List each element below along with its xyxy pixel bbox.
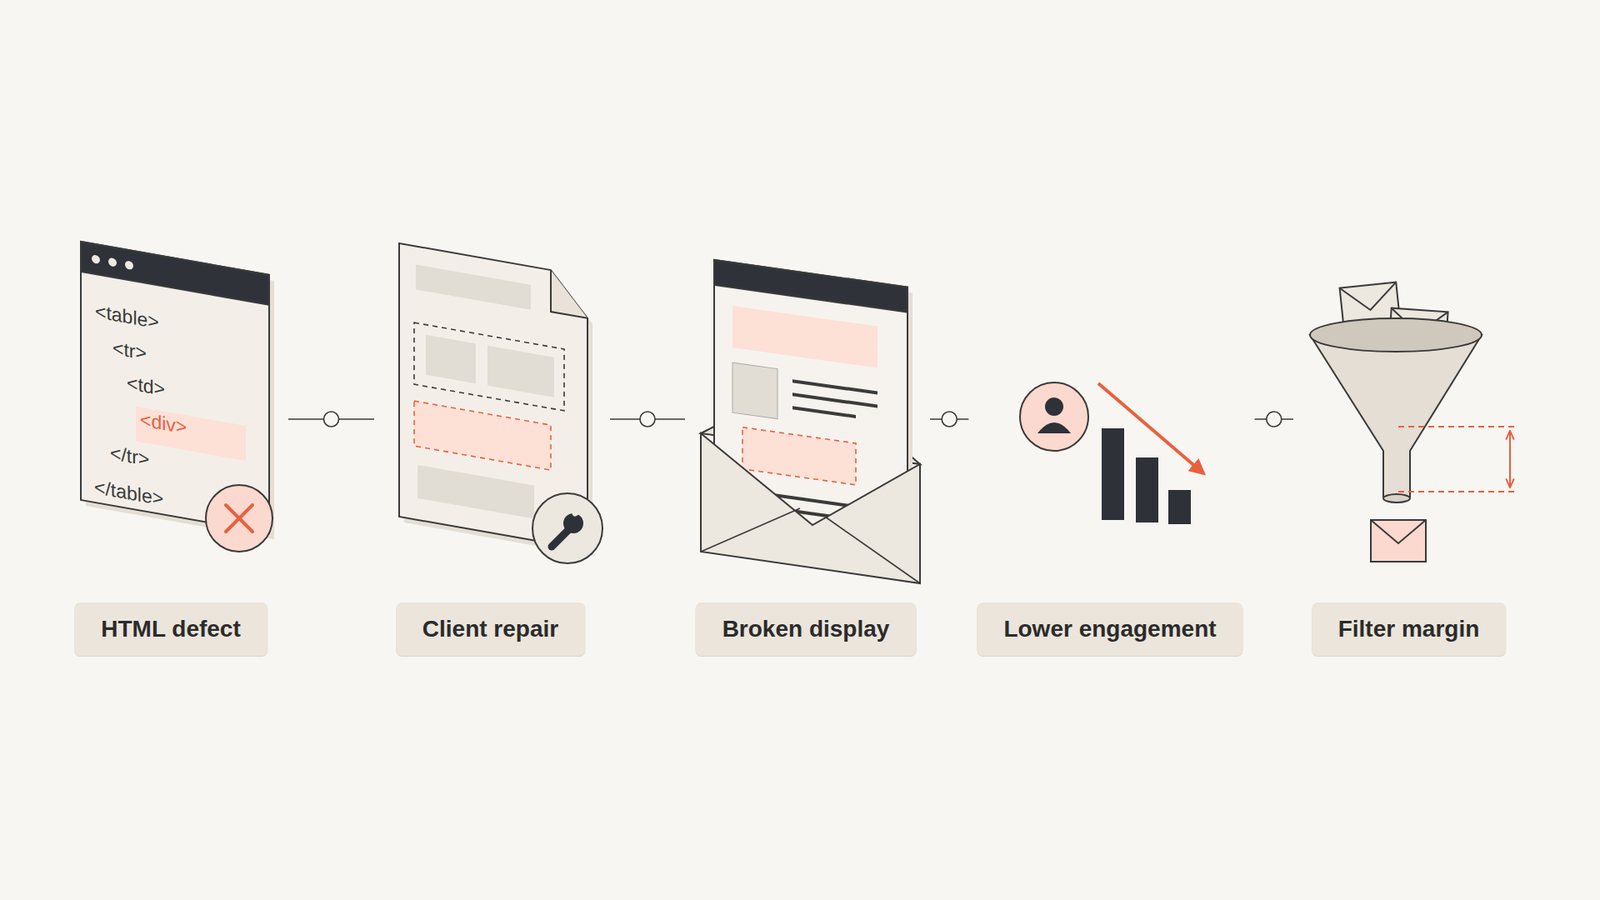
step-column: Client repair: [380, 237, 600, 656]
wrench-badge: [532, 493, 603, 564]
flow-connector: [610, 411, 685, 427]
flow-connector: [288, 411, 375, 427]
flow-connector: [1255, 411, 1294, 427]
step-label: Lower engagement: [976, 602, 1243, 656]
envelope-front: [700, 433, 920, 584]
step-label: HTML defect: [74, 602, 268, 656]
margin-dimension: [1398, 426, 1517, 492]
step-label: Client repair: [395, 602, 585, 656]
connector-node: [640, 411, 655, 427]
code-line: <div>: [140, 408, 187, 440]
code-line: <table>: [95, 300, 160, 335]
flow-connector: [930, 411, 969, 427]
filter-funnel: [1310, 282, 1482, 562]
code-line: </table>: [94, 475, 164, 511]
code-line: </tr>: [110, 441, 150, 471]
engagement-chart: [1020, 382, 1204, 525]
connector-node: [941, 411, 957, 427]
step-label: Broken display: [695, 602, 917, 656]
step-label: Filter margin: [1311, 602, 1507, 656]
connector-node: [324, 411, 340, 427]
step-column: Lower engagement: [975, 237, 1245, 656]
code-line: <tr>: [112, 336, 147, 365]
step-column: Broken display: [691, 237, 920, 656]
error-badge: [205, 485, 273, 552]
step-column: Filter margin: [1300, 237, 1518, 656]
connector-node: [1266, 411, 1282, 427]
code-line: <td>: [126, 371, 165, 401]
